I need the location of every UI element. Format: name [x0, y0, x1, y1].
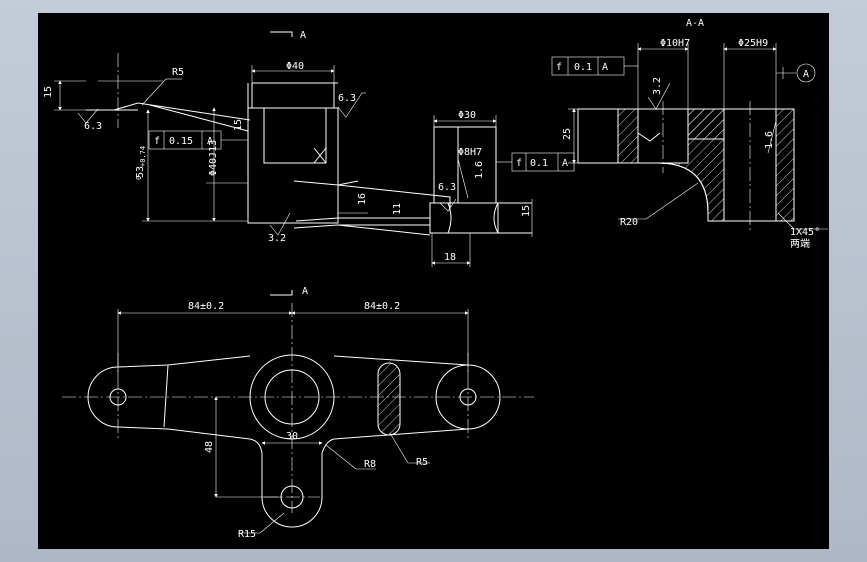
tolerance-datum-section: A [602, 62, 608, 73]
dim-phi40: Φ40 [286, 61, 304, 72]
dim-15-mid: 15 [233, 119, 244, 131]
roughness-3-2-bottom: 3.2 [268, 233, 286, 244]
section-label-top: A [300, 30, 306, 41]
radius-r5-top: R5 [416, 457, 428, 468]
dim-15-left: 15 [43, 86, 54, 98]
roughness-6-3-right: 6.3 [438, 182, 456, 193]
roughness-6-3-top: 6.3 [338, 93, 356, 104]
dim-30: 30 [286, 431, 298, 442]
tolerance-value-right: 0.1 [530, 158, 548, 169]
dim-18: 18 [444, 252, 456, 263]
radius-r15: R15 [238, 529, 256, 540]
tolerance-datum-right: A [562, 158, 568, 169]
dim-phi40j13: Φ40J13 [208, 140, 219, 176]
tolerance-datum-front: A [207, 136, 213, 147]
dim-84-right: 84±0.2 [364, 301, 400, 312]
radius-r5-front: R5 [172, 67, 184, 78]
chamfer-1x45: 1X45° [790, 227, 820, 238]
roughness-1-6: 1.6 [474, 161, 485, 179]
section-marker-bottom: A [270, 286, 308, 297]
radius-r8: R8 [364, 459, 376, 470]
dim-53: 53 [135, 166, 146, 178]
dim-11: 11 [392, 203, 403, 215]
tolerance-value-section: 0.1 [574, 62, 592, 73]
section-marker-top: A [270, 30, 306, 41]
tolerance-symbol-front: f [154, 136, 160, 147]
cad-drawing: A A 15 6.3 R5 f 0.15 A 15 [43, 18, 828, 540]
dim-16: 16 [357, 193, 368, 205]
radius-r20: R20 [620, 217, 638, 228]
dim-phi30: Φ30 [458, 110, 476, 121]
dim-phi8h7: Φ8H7 [458, 147, 482, 158]
dim-25: 25 [562, 128, 573, 140]
drawing-viewport[interactable]: A A 15 6.3 R5 f 0.15 A 15 [38, 13, 829, 549]
dim-53-tol-lo: 0 [135, 176, 143, 180]
front-view: 15 6.3 R5 f 0.15 A 15 53 +0.74 0 [43, 53, 575, 267]
dim-phi25h9: Φ25H9 [738, 38, 768, 49]
dim-48: 48 [204, 441, 215, 453]
dim-84-left: 84±0.2 [188, 301, 224, 312]
roughness-1-6-section: 1.6 [764, 131, 775, 149]
dim-phi10h7: Φ10H7 [660, 38, 690, 49]
section-view-a-a: A-A f 0.1 A Φ10H7 Φ25H9 A 3.2 25 [551, 18, 828, 250]
datum-a-symbol: A [803, 69, 809, 80]
tolerance-symbol-section: f [556, 62, 562, 73]
section-label-bottom: A [302, 286, 308, 297]
section-title: A-A [686, 18, 704, 29]
top-view: 84±0.2 84±0.2 48 30 R8 [62, 301, 534, 540]
roughness-6-3-left: 6.3 [84, 121, 102, 132]
tolerance-symbol-right: f [516, 158, 522, 169]
roughness-3-2-section: 3.2 [652, 77, 663, 95]
dim-15-right: 15 [521, 205, 532, 217]
chamfer-note: 两端 [790, 237, 810, 250]
tolerance-value-front: 0.15 [169, 136, 193, 147]
dim-53-tol-up: +0.74 [139, 146, 147, 167]
